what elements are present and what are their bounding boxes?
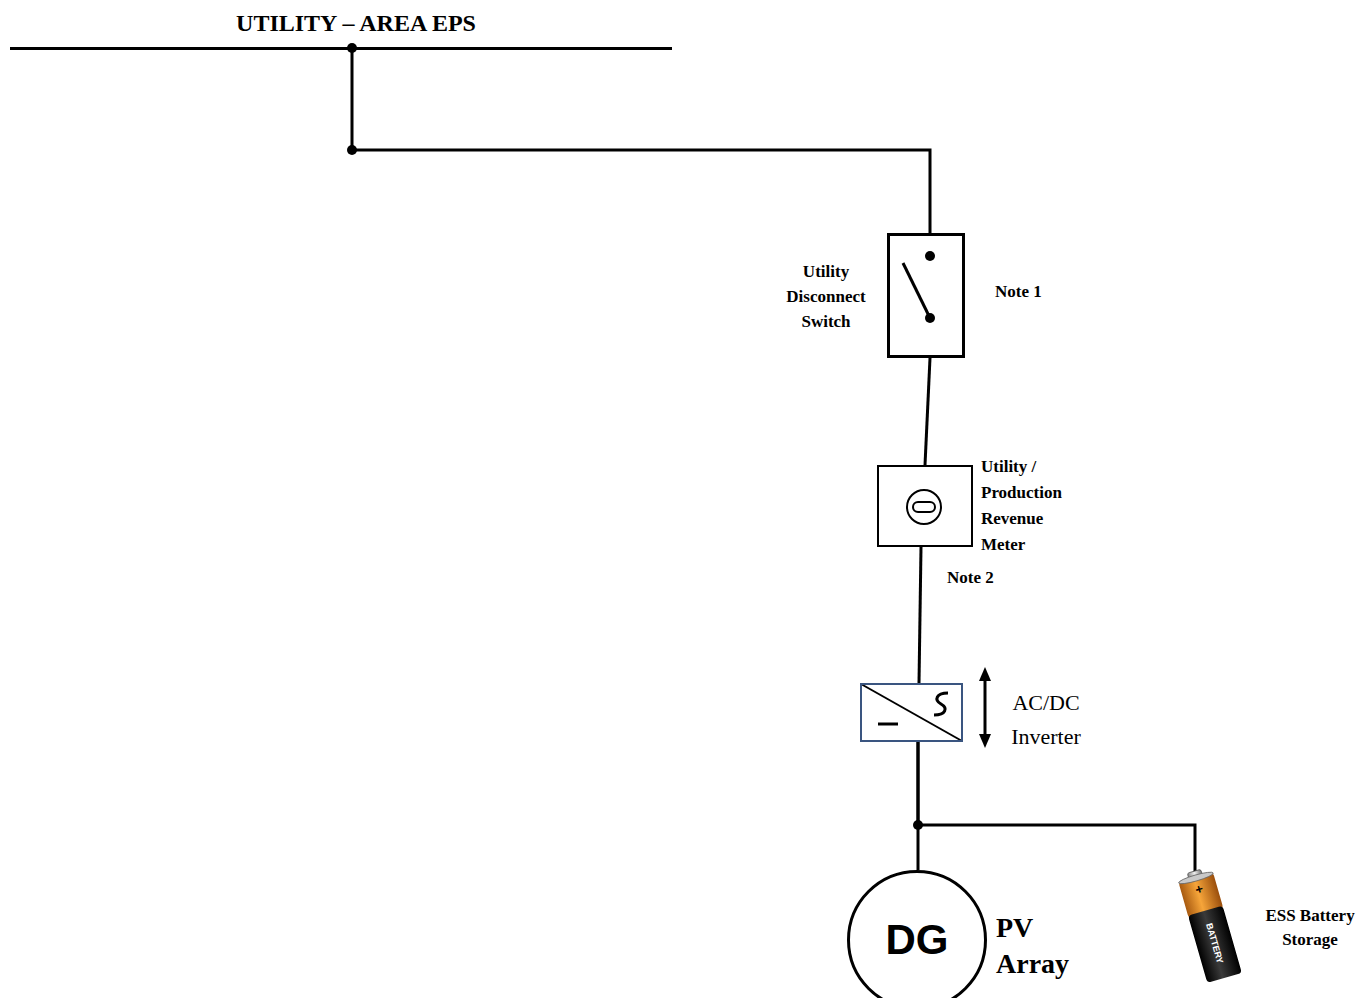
array-label: PV Array: [996, 910, 1076, 982]
switch-blade: [903, 263, 930, 318]
disconnect-switch-box: Utility Disconnect Switch: [887, 233, 965, 358]
meter-label: Utility / Production Revenue Meter: [981, 454, 1081, 558]
dc-symbol: [878, 723, 898, 726]
wire-connector: [919, 547, 921, 683]
meter-window: [913, 502, 935, 512]
junction-dot: [347, 145, 357, 155]
utility-bus: UTILITY – AREA EPS: [10, 1, 672, 50]
wire-line: [352, 48, 930, 233]
battery-picture: +BATTERY: [1155, 857, 1266, 996]
junction-dot: [913, 820, 923, 830]
switch-label: Utility Disconnect Switch: [776, 258, 876, 333]
bus-title: UTILITY – AREA EPS: [40, 9, 672, 37]
battery-label: ESS Battery Storage: [1254, 904, 1366, 952]
wire-connector: [918, 742, 1195, 873]
inverter-diagonal: [861, 684, 962, 741]
dg-text: DG: [850, 916, 984, 964]
note-callout: Note 2: [947, 567, 994, 589]
inverter-label: AC/DC Inverter: [1001, 686, 1091, 754]
flow-arrow-head: [979, 667, 991, 681]
connector-group: [352, 48, 1195, 873]
revenue-meter-box: Utility / Production Revenue Meter: [877, 465, 973, 547]
wire-connector: [925, 358, 930, 465]
meter-dial: [907, 490, 941, 524]
switch-contact: [925, 251, 935, 261]
battery-storage: +BATTERYESS Battery Storage: [1170, 866, 1250, 988]
wire-line: [919, 547, 921, 683]
wire-line: [925, 358, 930, 465]
wire-line: [918, 742, 1195, 873]
inverter-box: AC/DC Inverter: [860, 683, 963, 742]
ac-symbol: [934, 693, 948, 715]
flow-arrow-head: [979, 734, 991, 748]
dg-circle: DGPV Array: [847, 870, 987, 998]
flow-arrow-shaft: [984, 680, 987, 736]
note-callout: Note 1: [995, 281, 1042, 303]
wire-connector: [352, 48, 930, 233]
